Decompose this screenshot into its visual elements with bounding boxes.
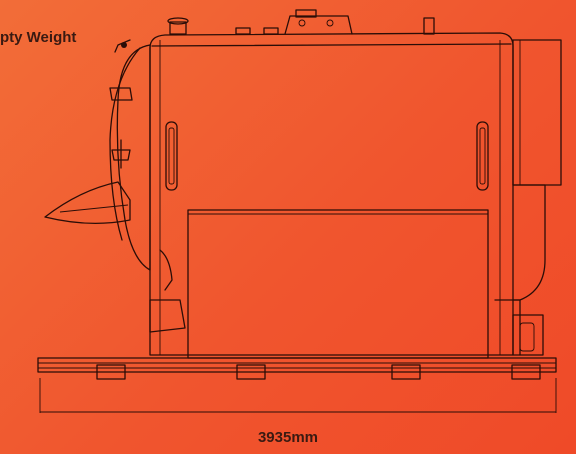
rear-housing [494, 39, 562, 356]
front-hatch [44, 39, 151, 271]
empty-weight-label: pty Weight [0, 29, 77, 46]
base-frame [37, 357, 557, 380]
length-dimension-line [39, 378, 557, 413]
top-fittings [167, 9, 435, 35]
front-lower-bracket [149, 249, 186, 333]
length-dimension-label: 3935mm [257, 429, 319, 446]
main-tank [149, 32, 514, 359]
